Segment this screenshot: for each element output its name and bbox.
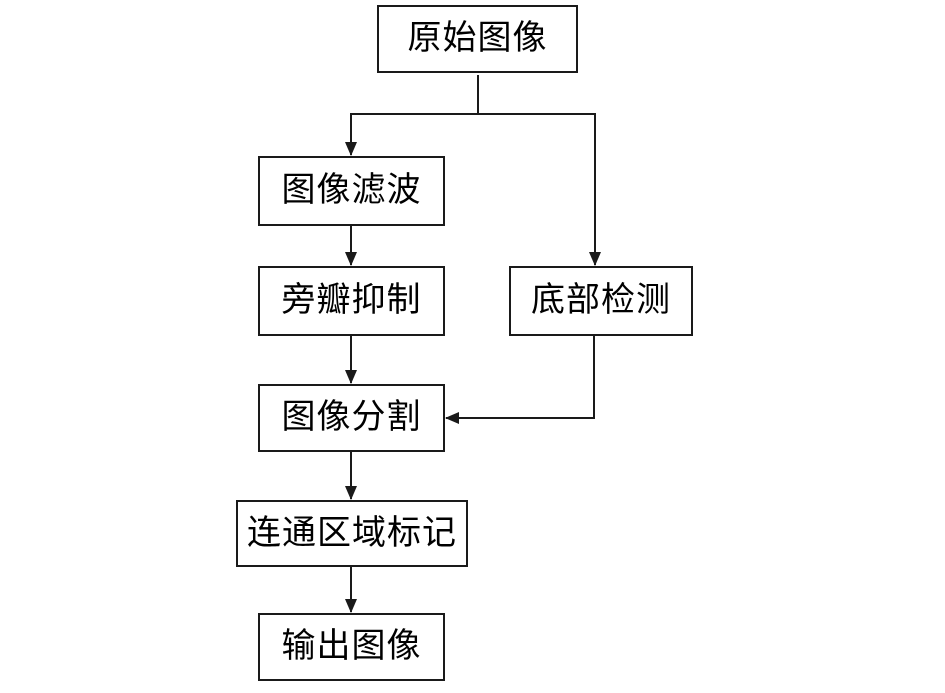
node-output-image: 输出图像	[258, 613, 445, 681]
node-image-segmentation: 图像分割	[258, 384, 445, 452]
node-output-image-label: 输出图像	[281, 628, 422, 665]
edge-bottom-detection-to-segmentation	[445, 336, 595, 424]
node-original-image: 原始图像	[377, 5, 578, 73]
node-connected-region-labeling: 连通区域标记	[236, 500, 468, 567]
node-bottom-detection-label: 底部检测	[531, 282, 671, 319]
node-sidelobe-suppression: 旁瓣抑制	[258, 266, 445, 336]
node-original-image-label: 原始图像	[407, 20, 548, 57]
node-sidelobe-suppression-label: 旁瓣抑制	[281, 282, 422, 319]
node-image-segmentation-label: 图像分割	[281, 399, 422, 436]
node-image-filtering-label: 图像滤波	[281, 172, 422, 209]
node-image-filtering: 图像滤波	[258, 156, 445, 226]
node-connected-region-labeling-label: 连通区域标记	[247, 514, 457, 552]
node-bottom-detection: 底部检测	[509, 266, 693, 336]
